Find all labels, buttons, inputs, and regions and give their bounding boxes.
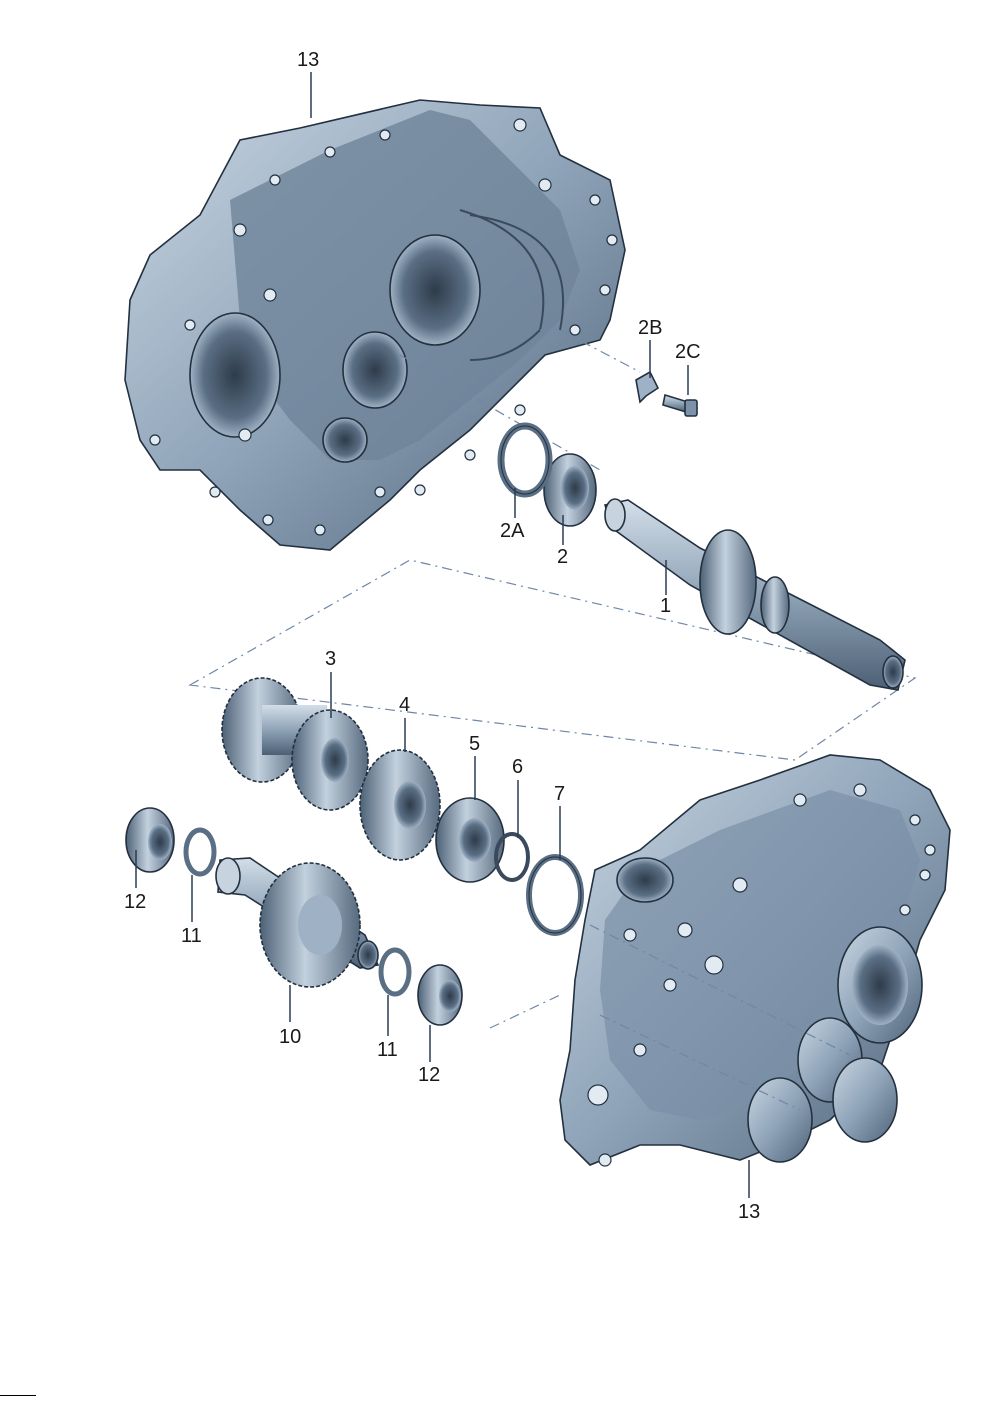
callout-3: 3 xyxy=(325,648,336,670)
callout-10: 10 xyxy=(279,1026,301,1048)
bearing xyxy=(543,453,597,527)
callout-12-right: 12 xyxy=(418,1064,440,1086)
double-gear xyxy=(221,677,369,811)
callout-2: 2 xyxy=(557,546,568,568)
callout-2B: 2B xyxy=(638,317,662,339)
callout-4: 4 xyxy=(399,694,410,716)
callout-5: 5 xyxy=(469,733,480,755)
shim-ring xyxy=(497,422,553,498)
bottom-rule xyxy=(0,1395,36,1396)
callout-13-top: 13 xyxy=(297,49,319,71)
shim-left xyxy=(183,827,217,877)
callout-11-right: 11 xyxy=(377,1039,398,1061)
input-shaft xyxy=(603,498,906,691)
callout-12-left: 12 xyxy=(124,891,146,913)
callout-2A: 2A xyxy=(500,520,525,542)
upper-transmission-housing xyxy=(124,99,626,551)
circlip xyxy=(494,832,530,882)
callout-7: 7 xyxy=(554,783,565,805)
callout-13-bottom: 13 xyxy=(738,1201,760,1223)
roller-bearing-right xyxy=(417,964,463,1026)
assembly-lines xyxy=(188,329,917,1111)
callout-6: 6 xyxy=(512,756,523,778)
shim-right xyxy=(378,947,412,997)
leader-lines xyxy=(135,72,750,1198)
gear xyxy=(359,749,441,861)
lower-transmission-housing xyxy=(559,754,951,1167)
callout-11-left: 11 xyxy=(181,925,202,947)
shim xyxy=(526,854,584,936)
callout-1: 1 xyxy=(660,595,671,617)
roller-bearing-left xyxy=(125,807,175,873)
callout-2C: 2C xyxy=(675,341,701,363)
ball-bearing xyxy=(435,797,505,883)
callout-labels: 13 2B 2C 2A 2 1 3 4 5 6 7 12 11 10 11 12… xyxy=(124,49,760,1223)
bolt xyxy=(662,393,698,417)
output-shaft xyxy=(215,857,380,988)
lock-plate xyxy=(635,370,660,404)
